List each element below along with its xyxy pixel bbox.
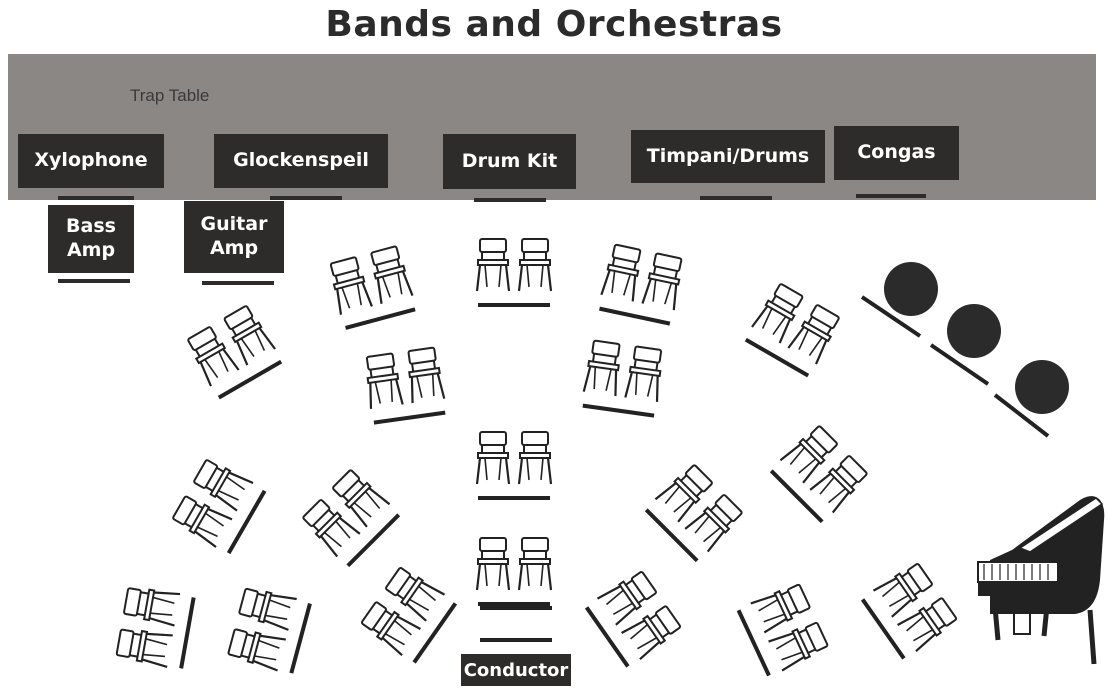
chair-pair-center-1 xyxy=(477,239,551,305)
chair-pair-center-2 xyxy=(477,432,551,498)
guitar-amp-box: Guitar Amp xyxy=(184,201,284,273)
glockenspeil-box: Glockenspeil xyxy=(214,134,388,188)
timpani-drum-3 xyxy=(993,360,1069,438)
congas-box: Congas xyxy=(834,126,959,180)
chair-pair-inner-right-top xyxy=(598,244,684,324)
trap-table-label: Trap Table xyxy=(130,86,210,105)
chair-pair-outer-1 xyxy=(116,585,194,669)
drum-kit-bar xyxy=(474,198,546,202)
bass-amp-box: Bass Amp xyxy=(48,205,134,273)
glockenspeil-bar xyxy=(270,196,342,200)
timpani-bar xyxy=(700,196,772,200)
chair-pair-ring3-left-b xyxy=(300,467,399,566)
grand-piano-icon xyxy=(977,496,1105,665)
chair-pair-center-3 xyxy=(477,538,551,604)
chair-pair-inner-left-top xyxy=(328,245,417,328)
timpani-drum-1 xyxy=(860,262,938,338)
bass-amp-bar xyxy=(58,279,130,283)
congas-bar xyxy=(856,194,926,198)
chair-pair-ring3-right-b xyxy=(771,423,870,522)
xylophone-box: Xylophone xyxy=(18,134,164,188)
chair-pair-ring3-left-a xyxy=(171,457,265,554)
bass-amp-line1: Bass xyxy=(66,215,116,238)
timpani-drum-2 xyxy=(929,304,1001,386)
timpani-box: Timpani/Drums xyxy=(631,130,825,183)
chair-pair-outer-2 xyxy=(227,586,310,675)
conductor-box: Conductor xyxy=(461,654,571,686)
guitar-amp-line1: Guitar xyxy=(200,213,268,236)
guitar-amp-line2: Amp xyxy=(209,237,259,259)
chair-pair-inner-left-mid xyxy=(364,347,446,423)
drum-kit-box: Drum Kit xyxy=(443,134,576,189)
chair-pair-outer-3 xyxy=(359,565,456,663)
page-title: Bands and Orchestras xyxy=(325,4,783,45)
xylophone-bar xyxy=(58,196,134,200)
chair-pair-ring3-right-a xyxy=(646,462,745,561)
chair-pair-outer-5 xyxy=(738,581,829,676)
bass-amp-line2: Amp xyxy=(66,239,116,261)
chair-pair-ring2-right xyxy=(745,282,842,376)
chair-pair-ring2-left xyxy=(185,304,282,398)
chair-pair-outer-6 xyxy=(862,561,959,659)
chair-pair-outer-4 xyxy=(586,569,683,667)
guitar-amp-bar xyxy=(202,281,274,285)
chair-pair-inner-right-mid xyxy=(582,340,664,416)
